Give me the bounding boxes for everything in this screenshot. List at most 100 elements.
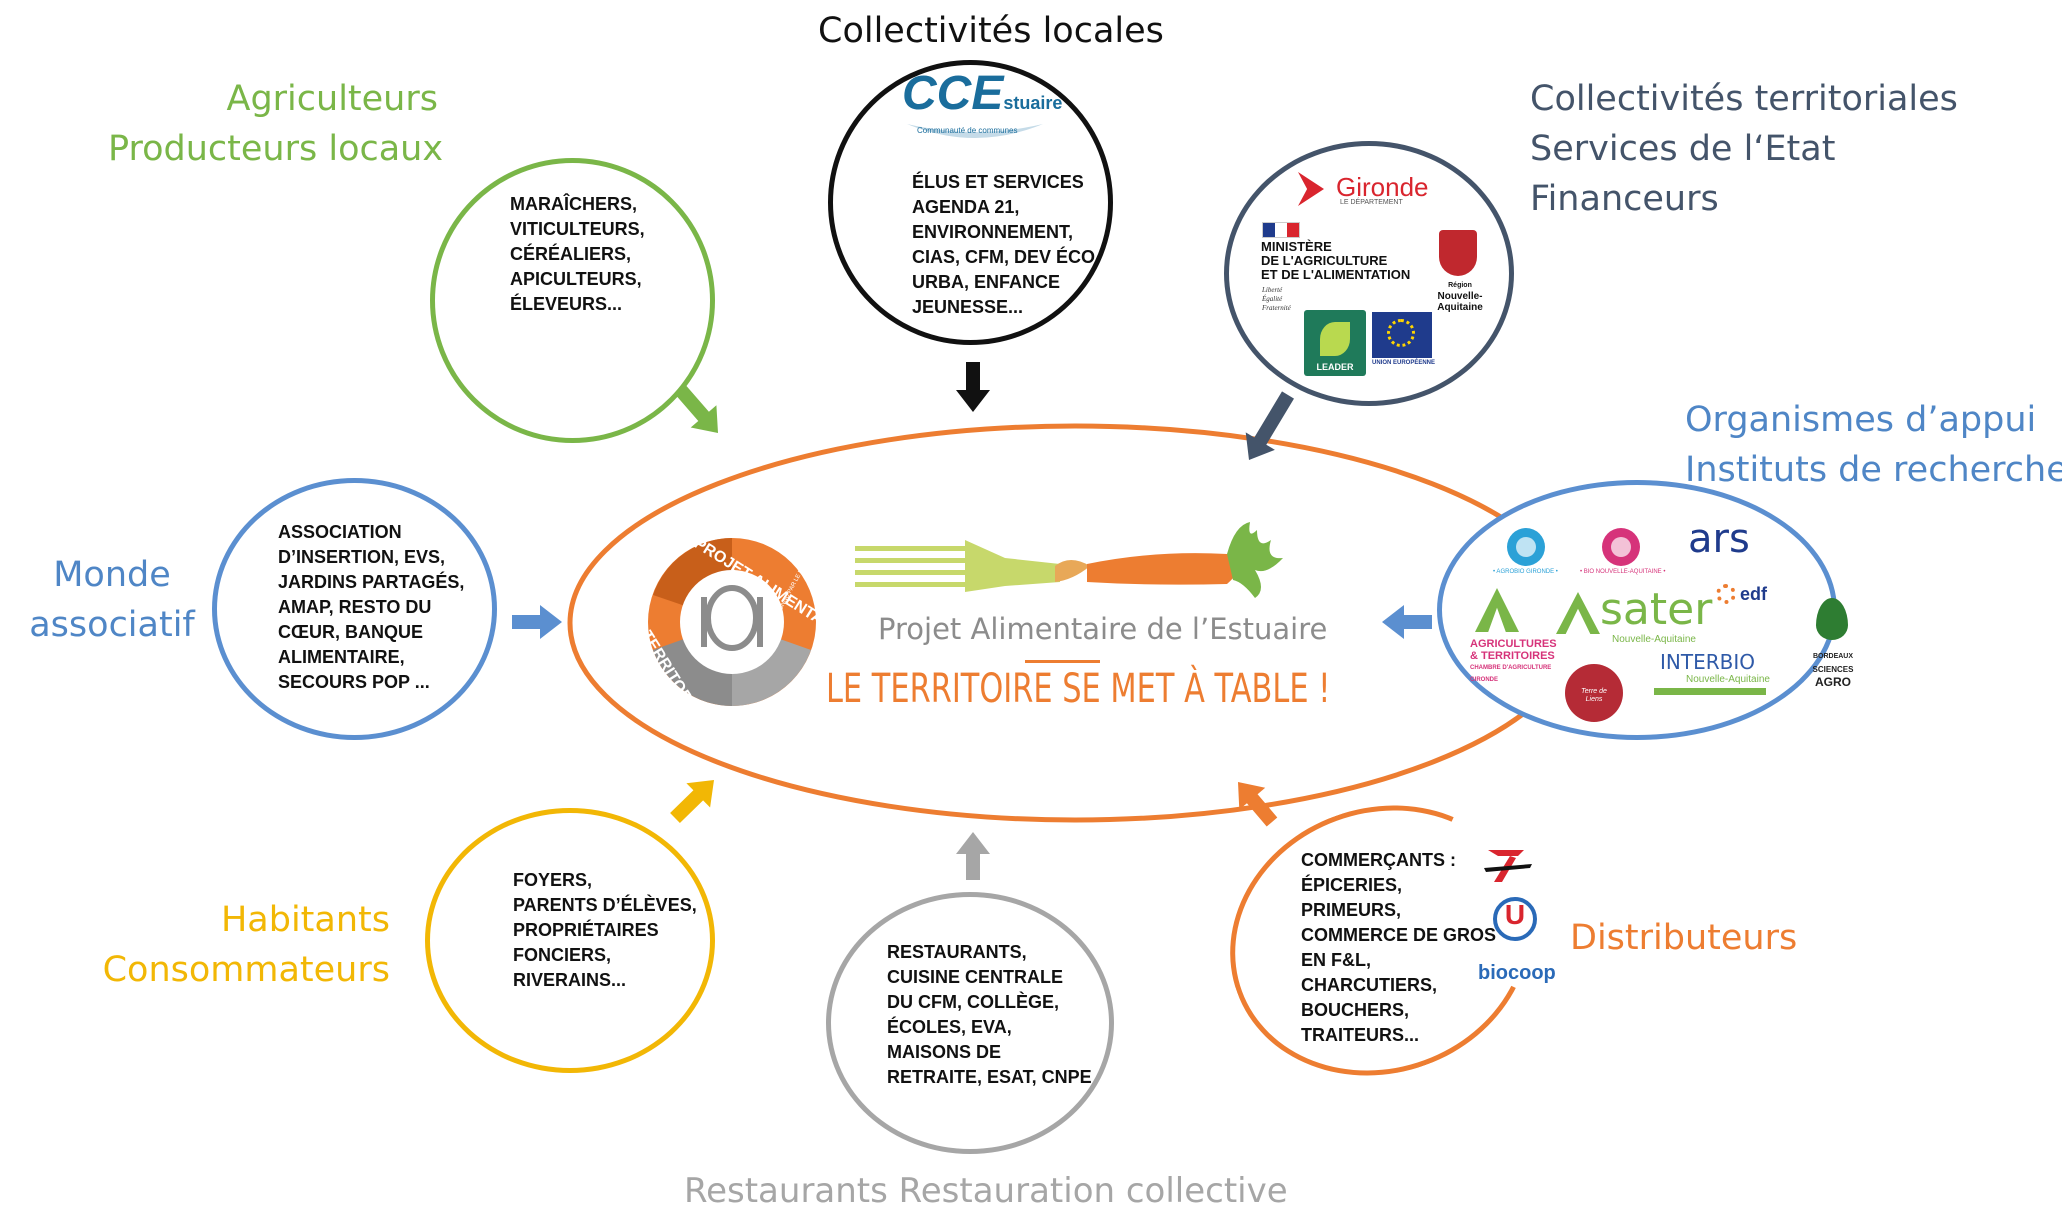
leader-logo-leaf bbox=[1320, 322, 1350, 356]
text-line: COMMERCE DE GROS bbox=[1301, 925, 1497, 945]
subtitle-divider bbox=[1025, 660, 1100, 663]
habitants-title: Habitants Consommateurs bbox=[98, 895, 390, 995]
region-shield bbox=[1439, 230, 1477, 276]
runner-logo bbox=[1484, 850, 1532, 882]
ministere-motto: Liberté Égalité Fraternité bbox=[1262, 286, 1291, 313]
eu-logo-text: UNION EUROPÉENNE bbox=[1372, 360, 1436, 366]
text-line: ENVIRONNEMENT, bbox=[912, 222, 1074, 242]
monde-associatif-text: ASSOCIATION D’INSERTION, EVS, JARDINS PA… bbox=[278, 520, 464, 695]
logo-line: Fraternité bbox=[1262, 304, 1291, 312]
cce-logo-swoosh bbox=[907, 124, 1043, 138]
collectivites-locales-circle bbox=[828, 60, 1113, 345]
logo-line: GIRONDE bbox=[1470, 677, 1499, 683]
leader-logo-text: LEADER bbox=[1316, 362, 1354, 372]
gironde-logo-sub: LE DÉPARTEMENT bbox=[1340, 199, 1403, 206]
text-line: EN F&L, bbox=[1301, 950, 1371, 970]
logo-line: & TERRITOIRES bbox=[1470, 650, 1555, 662]
text-line: AMAP, RESTO DU bbox=[278, 597, 432, 617]
cce-logo-caption: Communauté de communes bbox=[917, 126, 1018, 135]
restaurants-text: RESTAURANTS, CUISINE CENTRALE DU CFM, CO… bbox=[887, 940, 1092, 1090]
cce-logo-main: CCE bbox=[902, 67, 1004, 120]
text-line: PARENTS D’ÉLÈVES, bbox=[513, 895, 697, 915]
logo-line: AGRO bbox=[1815, 675, 1851, 689]
organismes-title: Organismes d’appui Instituts de recherch… bbox=[1685, 395, 2062, 495]
text-line: RIVERAINS... bbox=[513, 970, 627, 990]
restaurants-circle bbox=[826, 892, 1114, 1154]
interbio-logo: INTERBIO bbox=[1660, 650, 1755, 674]
arrow-restaurants bbox=[956, 832, 990, 880]
chambre-logo-text: AGRICULTURES & TERRITOIRES CHAMBRE D'AGR… bbox=[1470, 638, 1557, 686]
text-line: CÉRÉALIERS, bbox=[510, 244, 632, 264]
terre-de-liens-logo bbox=[1565, 664, 1623, 722]
text-line: D’INSERTION, EVS, bbox=[278, 547, 446, 567]
sater-logo-sub: Nouvelle-Aquitaine bbox=[1612, 634, 1696, 645]
logo-line: Liberté bbox=[1262, 286, 1283, 294]
collectivites-locales-text: ÉLUS ET SERVICES AGENDA 21, ENVIRONNEMEN… bbox=[912, 170, 1100, 320]
habitants-circle bbox=[425, 808, 715, 1073]
edf-logo-mark bbox=[1716, 584, 1736, 604]
text-line: CHARCUTIERS, bbox=[1301, 975, 1438, 995]
bsa-logo-mark bbox=[1816, 598, 1848, 640]
bio-na-logo-text: • BIO NOUVELLE-AQUITAINE • bbox=[1580, 569, 1666, 575]
text-line: DU CFM, COLLÈGE, bbox=[887, 992, 1059, 1012]
text-line: ASSOCIATION bbox=[278, 522, 402, 542]
title-line: Monde bbox=[53, 555, 171, 595]
monde-associatif-circle bbox=[212, 478, 497, 740]
terre-de-liens-text: Terre de Liens bbox=[1581, 688, 1607, 703]
super-u-logo bbox=[1493, 897, 1537, 941]
text-line: URBA, ENFANCE bbox=[912, 272, 1061, 292]
title-line: Organismes d’appui bbox=[1685, 400, 2037, 440]
bio-na-flower bbox=[1611, 537, 1631, 557]
title-line: Collectivités territoriales bbox=[1530, 79, 1958, 119]
cce-logo: CCEstuaire bbox=[902, 66, 1062, 121]
logo-line: Nouvelle- bbox=[1437, 291, 1483, 302]
logo-line: ET DE L'ALIMENTATION bbox=[1261, 267, 1411, 282]
text-line: CŒUR, BANQUE bbox=[278, 622, 424, 642]
bsa-logo-text: BORDEAUX SCIENCES AGRO bbox=[1808, 650, 1858, 689]
text-line: CUISINE CENTRALE bbox=[887, 967, 1064, 987]
super-u-letter: U bbox=[1504, 899, 1526, 930]
agriculteurs-title: Agriculteurs Producteurs locaux bbox=[108, 74, 444, 174]
interbio-logo-sub: Nouvelle-Aquitaine bbox=[1686, 674, 1770, 685]
text-line: SECOURS POP ... bbox=[278, 672, 430, 692]
arrow-territoriales bbox=[1245, 391, 1294, 460]
title-line: Producteurs locaux bbox=[108, 129, 444, 169]
sater-logo: sater bbox=[1600, 584, 1713, 635]
ministere-flag bbox=[1262, 222, 1300, 238]
text-line: MAISONS DE bbox=[887, 1042, 1002, 1062]
cce-logo-suffix: stuaire bbox=[1003, 93, 1063, 113]
text-line: FONCIERS, bbox=[513, 945, 612, 965]
text-line: TRAITEURS... bbox=[1301, 1025, 1420, 1045]
agriculteurs-text: MARAÎCHERS, VITICULTEURS, CÉRÉALIERS, AP… bbox=[510, 192, 645, 317]
logo-line: Égalité bbox=[1262, 295, 1283, 303]
text-line: AGENDA 21, bbox=[912, 197, 1020, 217]
text-line: JEUNESSE... bbox=[912, 297, 1024, 317]
distributeurs-text: COMMERÇANTS : ÉPICERIES, PRIMEURS, COMME… bbox=[1301, 848, 1496, 1048]
agrobio-logo-text: • AGROBIO GIRONDE • bbox=[1493, 569, 1558, 575]
logo-line: MINISTÈRE bbox=[1261, 239, 1332, 254]
biocoop-logo: biocoop bbox=[1478, 962, 1556, 984]
gironde-logo-text: Gironde bbox=[1336, 172, 1429, 202]
text-line: ÉPICERIES, bbox=[1301, 875, 1403, 895]
interbio-logo-bar bbox=[1654, 688, 1766, 695]
logo-line: CHAMBRE D'AGRICULTURE bbox=[1470, 665, 1552, 671]
collectivites-locales-title: Collectivités locales bbox=[818, 11, 1164, 51]
edf-logo: edf bbox=[1740, 584, 1767, 604]
text-line: PROPRIÉTAIRES bbox=[513, 920, 659, 940]
logo-line: AGRICULTURES bbox=[1470, 638, 1557, 650]
logo-line: Région bbox=[1448, 282, 1472, 289]
habitants-text: FOYERS, PARENTS D’ÉLÈVES, PROPRIÉTAIRES … bbox=[513, 868, 697, 993]
distributeurs-title: Distributeurs bbox=[1570, 918, 1798, 958]
text-line: ÉLUS ET SERVICES bbox=[912, 172, 1084, 192]
region-logo: Région Nouvelle- Aquitaine bbox=[1430, 280, 1490, 313]
logo-line: DE L'AGRICULTURE bbox=[1261, 253, 1388, 268]
text-line: MARAÎCHERS, bbox=[510, 194, 638, 214]
text-line: ÉLEVEURS... bbox=[510, 294, 623, 314]
territoriales-title: Collectivités territoriales Services de … bbox=[1530, 74, 1958, 224]
ministere-logo: MINISTÈRE DE L'AGRICULTURE ET DE L'ALIME… bbox=[1261, 240, 1410, 282]
logo-line: Aquitaine bbox=[1437, 302, 1483, 313]
arrow-monde-associatif bbox=[512, 605, 562, 639]
project-slogan: LE TERRITOIRE SE MET À TABLE ! bbox=[826, 666, 1331, 712]
arrow-group bbox=[512, 362, 1432, 880]
